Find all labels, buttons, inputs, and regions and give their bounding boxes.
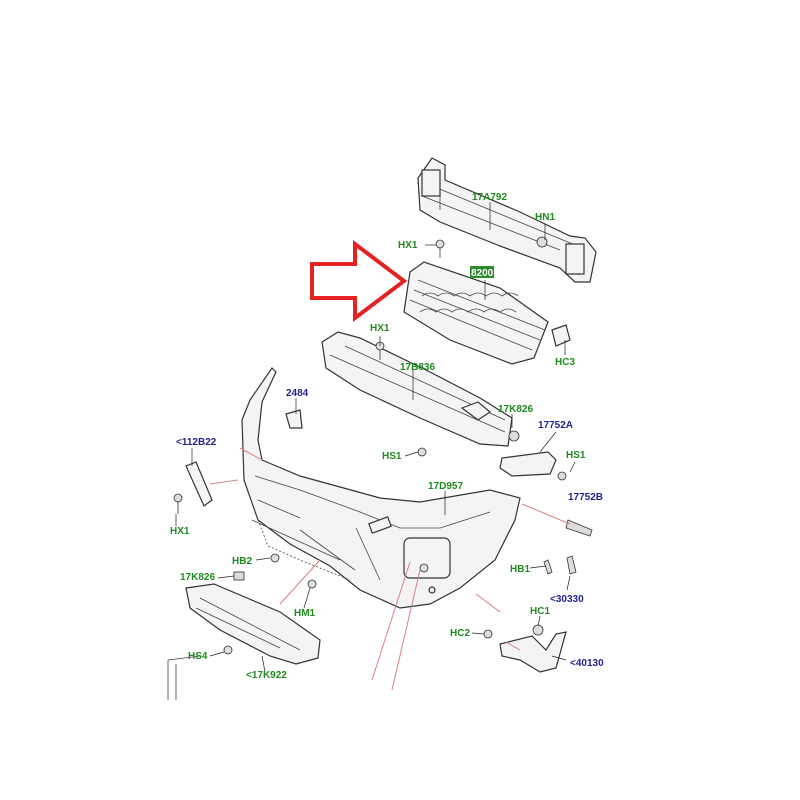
label-HN1-top: HN1 [535,212,555,223]
label-HS1-mid: HS1 [382,451,402,462]
label-HS1-right: HS1 [566,450,586,461]
label-8200-box [470,266,494,278]
side-bracket-part [185,461,213,507]
alignment-lines [209,447,571,691]
bracket-17752a-part [499,451,557,477]
label-8200: 8200 [471,268,494,279]
label-HX1-mid: HX1 [370,323,390,334]
label-40130: <40130 [570,658,604,669]
label-HB2: HB2 [232,556,252,567]
label-17K922: <17K922 [246,670,287,681]
lower-panel-part [167,655,201,700]
grille-part [403,261,571,365]
label-HS4: HS4 [188,651,208,662]
label-HC2: HC2 [450,628,470,639]
corner-bracket-part [499,631,567,673]
callout-arrow [310,239,408,323]
label-17D957: 17D957 [428,481,463,492]
label-HC1: HC1 [530,606,550,617]
label-17B836: 17B836 [400,362,435,373]
undertray-part [185,583,321,665]
label-HC3: HC3 [555,357,575,368]
bracket-2484-part [285,409,303,429]
bumper-carrier-part [321,331,513,447]
label-17752B: 17752B [568,492,603,503]
bumper-cover-part [241,367,521,609]
label-17752A: 17752A [538,420,573,431]
callout-labels: 17A792 HN1 HX1 8200 HC3 HX1 17B836 2484 … [170,192,604,681]
label-17A792: 17A792 [472,192,507,203]
leader-lines [175,202,576,673]
reinforcement-beam-part [417,157,597,283]
label-2484: 2484 [286,388,309,399]
label-17K826-top: 17K826 [498,404,533,415]
label-HX1-top: HX1 [398,240,418,251]
label-HM1: HM1 [294,608,316,619]
label-HB1: HB1 [510,564,530,575]
label-30330: <30330 [550,594,584,605]
label-HX1-left: HX1 [170,526,190,537]
label-112B22: <112B22 [176,437,217,448]
label-17K826-left: 17K826 [180,572,215,583]
fasteners [173,236,593,655]
